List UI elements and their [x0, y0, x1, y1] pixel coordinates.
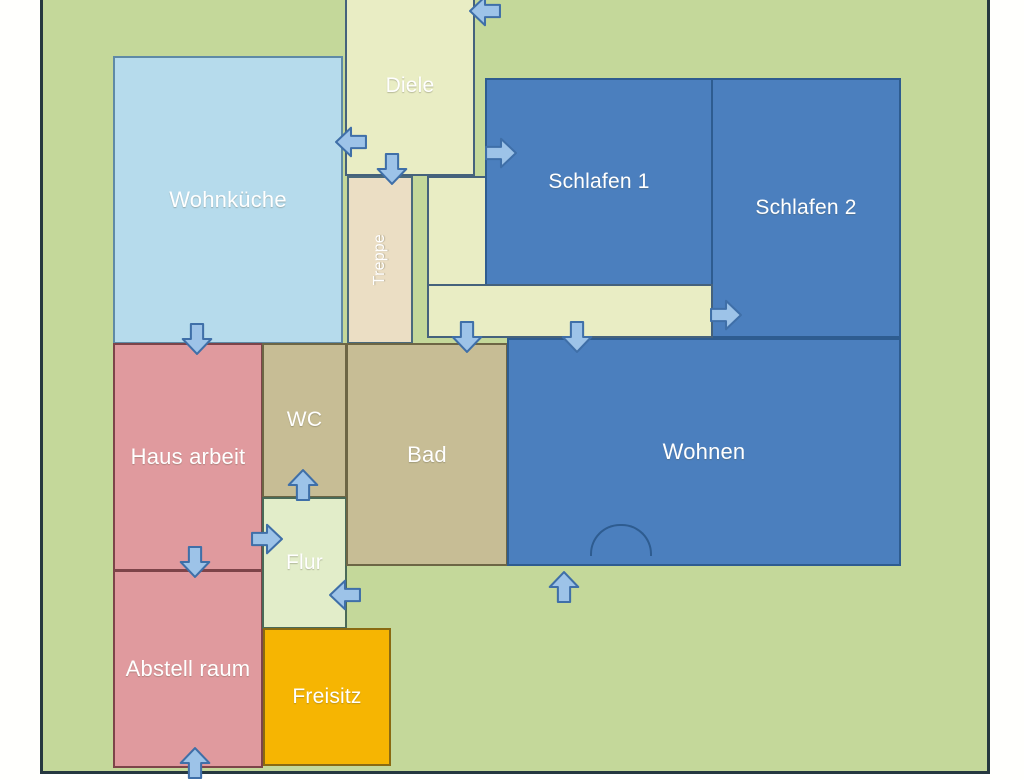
room-wohnen[interactable]: Wohnen — [507, 338, 901, 566]
room-label-abstellraum: Abstell raum — [125, 656, 251, 682]
room-label-bad: Bad — [407, 441, 447, 467]
room-label-flur: Flur — [286, 550, 323, 574]
room-abstellraum[interactable]: Abstell raum — [113, 570, 263, 768]
room-label-treppe: Treppe — [370, 234, 388, 286]
arrow-flur-to-wc — [286, 468, 320, 502]
room-schlafen1[interactable]: Schlafen 1 — [485, 78, 713, 286]
arrow-kitchen-to-haus — [180, 322, 214, 356]
room-label-wc: WC — [286, 408, 323, 432]
arrow-gang-to-wohnen — [560, 320, 594, 354]
room-label-schlafen2: Schlafen 2 — [755, 195, 857, 219]
room-label-wohnen: Wohnen — [662, 439, 746, 465]
room-label-diele: Diele — [385, 73, 435, 97]
room-treppe[interactable]: Treppe — [347, 176, 413, 344]
arrow-haus-to-flur — [250, 522, 284, 556]
room-wohnkueche[interactable]: Wohnküche — [113, 56, 343, 344]
arrow-wohnen-bottom — [547, 570, 581, 604]
room-label-hausarbeit: Haus arbeit — [130, 444, 246, 470]
room-hausarbeit[interactable]: Haus arbeit — [113, 343, 263, 571]
room-label-freisitz: Freisitz — [292, 684, 362, 708]
arrow-diele-to-kitchen — [334, 125, 368, 159]
room-freisitz[interactable]: Freisitz — [263, 628, 391, 766]
room-label-wohnkueche: Wohnküche — [169, 187, 287, 213]
room-flurstrip[interactable] — [427, 176, 487, 286]
arrow-diele-top-out — [468, 0, 502, 28]
arrow-diele-to-treppe — [375, 152, 409, 186]
arrow-haus-to-abstell — [178, 545, 212, 579]
arrow-abstell-bottom — [178, 746, 212, 780]
arrow-diele-to-schlafen1 — [484, 136, 518, 170]
room-bad[interactable]: Bad — [346, 343, 508, 566]
room-label-schlafen1: Schlafen 1 — [548, 169, 650, 193]
arrow-freisitz-to-flur — [328, 578, 362, 612]
arrow-gang-to-schlafen2 — [709, 298, 743, 332]
arrow-flurstrip-to-bad — [450, 320, 484, 354]
